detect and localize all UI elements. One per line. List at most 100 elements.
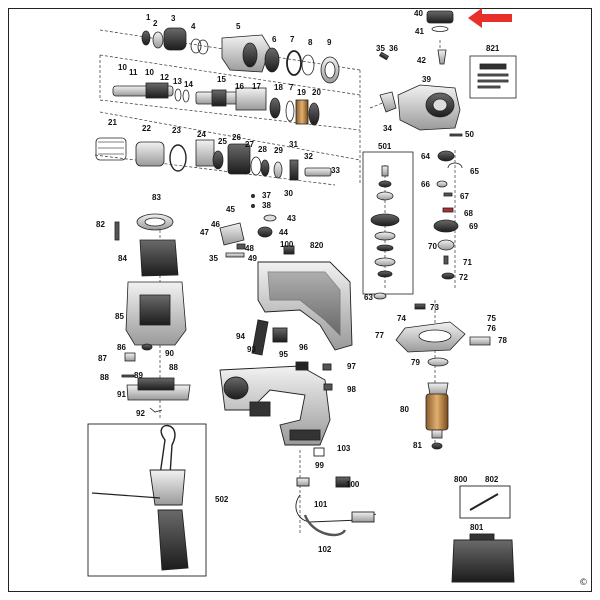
part-label: 94 <box>236 332 245 341</box>
power-cable-102 <box>295 447 377 537</box>
part-label: 820 <box>310 241 324 250</box>
part-label: 17 <box>252 82 261 91</box>
part-label: 103 <box>337 444 351 453</box>
copyright-mark: © <box>579 578 588 588</box>
part-label: 95 <box>279 350 288 359</box>
part-label: 7 <box>290 35 295 44</box>
part-label: 65 <box>470 167 479 176</box>
motor-housing-parts <box>114 213 191 413</box>
part-label: 3 <box>171 14 176 23</box>
part-label: 10 <box>118 63 127 72</box>
part-label: 30 <box>284 189 293 198</box>
part-label: 21 <box>108 118 117 127</box>
part-label: 40 <box>414 9 423 18</box>
part-label: 33 <box>331 166 340 175</box>
part-label: 31 <box>289 140 298 149</box>
part-label: 19 <box>297 88 306 97</box>
part-label: 43 <box>287 214 296 223</box>
part-label: 502 <box>215 495 229 504</box>
part-label: 35 <box>376 44 385 53</box>
top-gearbox-parts <box>141 27 340 84</box>
clutch-assembly <box>95 137 332 181</box>
part-label: 101 <box>314 500 328 509</box>
part-label: 69 <box>469 222 478 231</box>
part-label: 13 <box>173 77 182 86</box>
part-label: 16 <box>235 82 244 91</box>
part-label: 80 <box>400 405 409 414</box>
part-label: 38 <box>262 201 271 210</box>
gear-housing-39 <box>378 10 461 131</box>
part-label: 77 <box>375 331 384 340</box>
main-housing-820 <box>257 245 353 351</box>
gear-stack-501 <box>362 151 414 300</box>
part-label: 39 <box>422 75 431 84</box>
part-label: 90 <box>165 349 174 358</box>
part-label: 98 <box>347 385 356 394</box>
part-label: 46 <box>211 220 220 229</box>
part-label: 97 <box>347 362 356 371</box>
label-plate-821 <box>469 55 517 99</box>
part-label: 37 <box>262 191 271 200</box>
part-label: 501 <box>378 142 392 151</box>
part-label: 14 <box>184 80 193 89</box>
part-label: 73 <box>430 303 439 312</box>
part-label: 64 <box>421 152 430 161</box>
part-label: 96 <box>299 343 308 352</box>
part-label: 36 <box>389 44 398 53</box>
part-label: 79 <box>411 358 420 367</box>
armature-80 <box>425 382 449 450</box>
part-label: 6 <box>272 35 277 44</box>
part-label: 84 <box>118 254 127 263</box>
part-label: 34 <box>383 124 392 133</box>
part-label: 100 <box>346 480 360 489</box>
part-label: 88 <box>169 363 178 372</box>
highlight-arrow-icon <box>468 8 512 28</box>
part-label: 4 <box>191 22 196 31</box>
part-label: 28 <box>258 145 267 154</box>
part-label: 71 <box>463 258 472 267</box>
side-handle-kit-502 <box>87 423 207 577</box>
part-label: 41 <box>415 27 424 36</box>
part-label: 49 <box>248 254 257 263</box>
part-label: 10 <box>145 68 154 77</box>
part-label: 48 <box>245 244 254 253</box>
part-label: 72 <box>459 273 468 282</box>
part-label: 68 <box>464 209 473 218</box>
part-label: 23 <box>172 126 181 135</box>
part-label: 81 <box>413 441 422 450</box>
part-label: 85 <box>115 312 124 321</box>
part-label: 35 <box>209 254 218 263</box>
part-label: 32 <box>304 152 313 161</box>
part-label: 87 <box>98 354 107 363</box>
part-label: 100 <box>280 240 294 249</box>
part-label: 5 <box>236 22 241 31</box>
part-label: 22 <box>142 124 151 133</box>
part-label: 66 <box>421 180 430 189</box>
part-label: 88 <box>100 373 109 382</box>
part-label: 27 <box>245 140 254 149</box>
rear-handle-93 <box>219 319 333 446</box>
part-label: 26 <box>232 133 241 142</box>
part-label: 15 <box>217 75 226 84</box>
part-label: 24 <box>197 130 206 139</box>
right-side-small-parts <box>433 133 463 280</box>
part-label: 18 <box>274 83 283 92</box>
part-label: 89 <box>134 371 143 380</box>
part-label: 9 <box>327 38 332 47</box>
part-label: 78 <box>498 336 507 345</box>
part-label: 82 <box>96 220 105 229</box>
part-label: 99 <box>315 461 324 470</box>
part-label: 1 <box>146 13 151 22</box>
part-label: 2 <box>153 19 158 28</box>
part-label: 93 <box>247 345 256 354</box>
part-label: 42 <box>417 56 426 65</box>
part-label: 50 <box>465 130 474 139</box>
part-label: 63 <box>364 293 373 302</box>
spindle-assembly <box>112 82 320 126</box>
brush-holder-parts <box>219 193 277 258</box>
part-label: 25 <box>218 137 227 146</box>
part-label: 20 <box>312 88 321 97</box>
cover-plate-77 <box>395 303 491 367</box>
